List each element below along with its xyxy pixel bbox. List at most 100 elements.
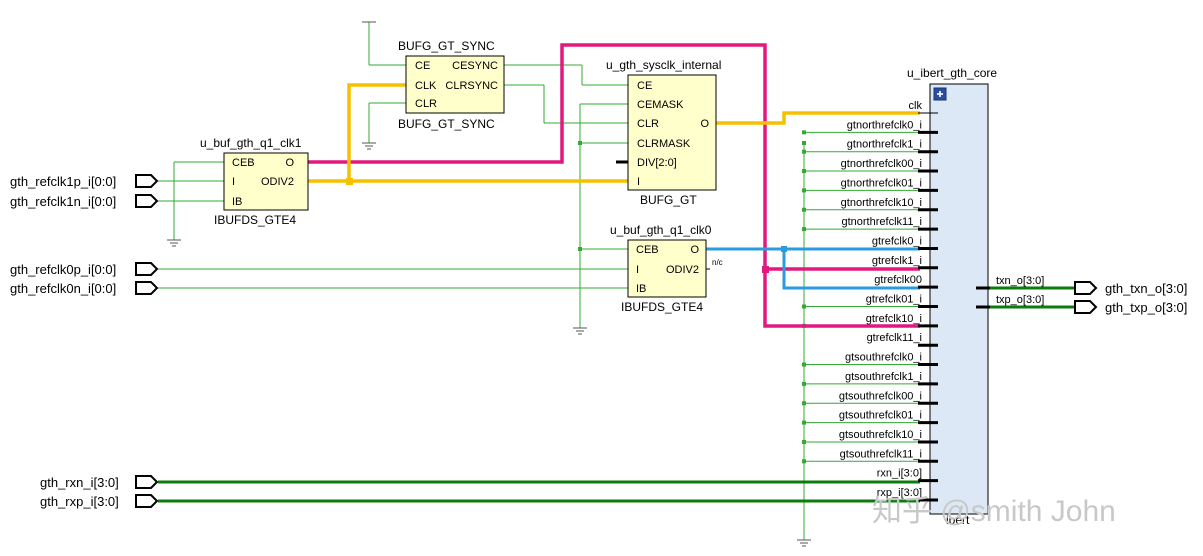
pin-label: CLR [415, 98, 437, 110]
ibert-out-label: txp_o[3:0] [996, 294, 1044, 306]
ibert-type: ibert [946, 513, 970, 527]
yellow-junction [346, 178, 353, 185]
ibert-pin-label: gtsouthrefclk10_i [839, 429, 922, 441]
ibert-tie-dot [802, 401, 806, 406]
pin-label: O [700, 118, 709, 130]
ibert-pin-label: gtnorthrefclk00_i [841, 158, 922, 170]
ibert-tie-dot [802, 459, 806, 464]
input-port[interactable]: gth_rxp_i[3:0] [40, 494, 159, 509]
junctions [578, 141, 806, 251]
ibert-core-block[interactable]: u_ibert_gth_core ibert clk gtnorthrefclk0… [839, 66, 1045, 527]
yellow-net [308, 83, 920, 183]
ibert-pin-label: gtsouthrefclk01_i [839, 410, 922, 422]
ibert-pin-label: rxp_i[3:0] [877, 487, 922, 499]
pin-label: CLK [415, 80, 437, 92]
pin-label: DIV[2:0] [637, 157, 677, 169]
ibert-tie-dots [802, 130, 806, 464]
input-port[interactable]: gth_refclk0p_i[0:0] [10, 262, 159, 277]
ibert-pin-label: gtnorthrefclk10_i [841, 197, 922, 209]
blue-net [706, 247, 920, 290]
pin-label: I [636, 264, 639, 276]
nc-label: n/c [712, 258, 723, 267]
ibert-tie-dot [802, 362, 806, 367]
input-port[interactable]: gth_refclk1p_i[0:0] [10, 174, 159, 189]
ibert-name: u_ibert_gth_core [907, 66, 997, 80]
pin-label: CEB [636, 244, 659, 256]
ibert-tie-dot [802, 420, 806, 425]
pin-label: ODIV2 [261, 176, 294, 188]
port-label: gth_refclk1n_i[0:0] [10, 194, 116, 209]
ibufds-clk1-block[interactable]: u_buf_gth_q1_clk1 IBUFDS_GTE4 CEB O I OD… [200, 136, 309, 227]
ibert-tie-dot [802, 381, 806, 386]
port-label: gth_txp_o[3:0] [1105, 300, 1187, 315]
ibert-pin-label: gtrefclk1_i [872, 255, 922, 267]
ibert-pin-labels: clk gtnorthrefclk0_i gtnorthrefclk1_igtnor… [839, 100, 923, 499]
ibert-pin-label: gtnorthrefclk0_i [847, 119, 922, 131]
watermark: 知乎 @smith John [872, 495, 1116, 528]
expand-plus-icon[interactable] [933, 87, 947, 101]
pink-junction [762, 266, 769, 273]
blue-junction [781, 246, 787, 252]
pin-label: CLRSYNC [445, 80, 498, 92]
green-buses [158, 286, 1075, 503]
port-label: gth_rxn_i[3:0] [40, 475, 119, 490]
ibert-tie-dot [802, 304, 806, 309]
pin-label: CEMASK [637, 99, 684, 111]
pin-label: CLRMASK [637, 138, 691, 150]
ibert-tie-dot [802, 169, 806, 174]
clk0-buf-name: u_buf_gth_q1_clk0 [610, 223, 712, 237]
ground-symbols [167, 21, 811, 547]
pin-label: IB [232, 196, 242, 208]
pin-label: O [690, 244, 699, 256]
input-port[interactable]: gth_refclk0n_i[0:0] [10, 281, 159, 296]
bufg-sync-type: BUFG_GT_SYNC [398, 117, 495, 131]
ibert-pin-label: gtrefclk10_i [866, 313, 922, 325]
bufg-gt-sync-block[interactable]: BUFG_GT_SYNC BUFG_GT_SYNC CE CESYNC CLK … [398, 39, 505, 131]
output-port[interactable]: gth_txn_o[3:0] [1074, 281, 1187, 296]
ibert-pin-label: rxn_i[3:0] [877, 468, 922, 480]
ibert-pin-label: gtnorthrefclk11_i [841, 216, 922, 228]
ibert-out-label: txn_o[3:0] [996, 275, 1044, 287]
pin-label: I [232, 176, 235, 188]
bufg-gt-block[interactable]: u_gth_sysclk_internal BUFG_GT CE CEMASK … [606, 58, 721, 207]
ibert-tie-dot [802, 149, 806, 154]
ibert-pin-label: gtsouthrefclk1_i [845, 371, 922, 383]
output-port[interactable]: gth_txp_o[3:0] [1074, 300, 1187, 315]
input-port[interactable]: gth_refclk1n_i[0:0] [10, 194, 159, 209]
ibert-pin-stubs [918, 112, 938, 502]
ibufds-clk0-block[interactable]: u_buf_gth_q1_clk0 IBUFDS_GTE4 CEB O I OD… [610, 223, 723, 314]
ibert-pin-label: gtsouthrefclk11_i [840, 448, 922, 460]
ibert-pin-label: gtnorthrefclk01_i [841, 177, 922, 189]
ibert-pin-label: gtrefclk0_i [872, 235, 922, 247]
pin-label: CE [637, 80, 652, 92]
ibert-tie-dot [802, 188, 806, 193]
port-label: gth_refclk0p_i[0:0] [10, 262, 116, 277]
clk0-buf-type: IBUFDS_GTE4 [621, 300, 703, 314]
pin-label: CE [415, 60, 430, 72]
clk1-buf-name: u_buf_gth_q1_clk1 [200, 136, 302, 150]
pin-label: IB [636, 283, 646, 295]
clk1-buf-type: IBUFDS_GTE4 [214, 213, 296, 227]
ibert-pin-label: gtsouthrefclk00_i [839, 390, 922, 402]
ibert-pin-label: gtrefclk00 [874, 274, 922, 286]
ibert-tie-dot [802, 227, 806, 232]
pin-label: ODIV2 [666, 264, 699, 276]
port-label: gth_refclk0n_i[0:0] [10, 281, 116, 296]
pink-net [308, 43, 920, 328]
ibert-pin-label: clk [909, 100, 923, 112]
ibert-tie-dot [802, 207, 806, 212]
port-label: gth_refclk1p_i[0:0] [10, 174, 116, 189]
ibert-pin-label: gtnorthrefclk1_i [847, 139, 922, 151]
pin-label: O [285, 157, 294, 169]
port-label: gth_txn_o[3:0] [1105, 281, 1187, 296]
pin-label: CLR [637, 118, 659, 130]
ibert-tie-dot [802, 130, 806, 135]
ibert-tie-dot [802, 439, 806, 444]
ibert-pin-label: gtsouthrefclk0_i [845, 352, 922, 364]
input-port[interactable]: gth_rxn_i[3:0] [40, 475, 159, 490]
ibert-pin-label: gtrefclk11_i [867, 332, 922, 344]
bufg-sync-name: BUFG_GT_SYNC [398, 39, 495, 53]
sysclk-type: BUFG_GT [640, 193, 697, 207]
